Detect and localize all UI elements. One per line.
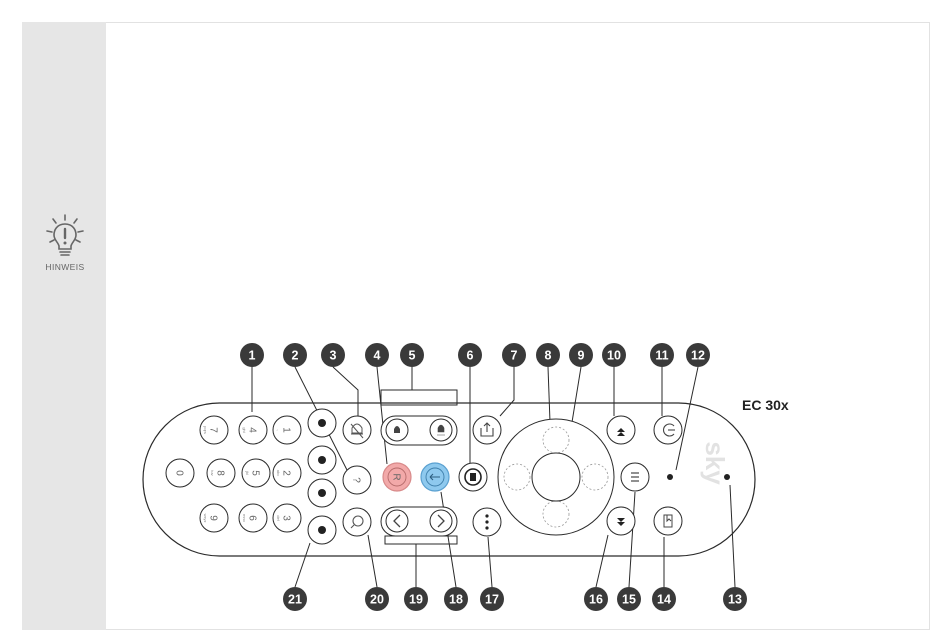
page-up-key[interactable] bbox=[607, 416, 635, 444]
callout-number: 15 bbox=[622, 593, 636, 607]
keypad-digit: 2 bbox=[281, 470, 292, 476]
page-down-key[interactable] bbox=[607, 507, 635, 535]
ok-key[interactable] bbox=[532, 453, 580, 501]
dot-key-3[interactable] bbox=[308, 479, 336, 507]
blue-key[interactable] bbox=[421, 463, 449, 491]
dot-key-2[interactable] bbox=[308, 446, 336, 474]
callout-number: 17 bbox=[485, 593, 499, 607]
callout-10: 10 bbox=[602, 343, 626, 367]
status-led bbox=[667, 474, 673, 480]
keypad-digit: 3 bbox=[281, 515, 292, 521]
keypad-letters: ghi bbox=[242, 427, 247, 432]
callout-7: 7 bbox=[502, 343, 526, 367]
dot-key-1[interactable] bbox=[308, 409, 336, 437]
keypad-key-0[interactable]: 0 bbox=[166, 459, 194, 487]
callout-14: 14 bbox=[652, 587, 676, 611]
keypad-digit: 9 bbox=[208, 515, 219, 521]
dot-key-4[interactable] bbox=[308, 516, 336, 544]
options-key[interactable] bbox=[473, 508, 501, 536]
info-key[interactable] bbox=[621, 463, 649, 491]
search-key[interactable] bbox=[343, 508, 371, 536]
callout-number: 8 bbox=[545, 349, 552, 363]
model-label: EC 30x bbox=[742, 397, 789, 413]
callout-2: 2 bbox=[283, 343, 307, 367]
callout-number: 9 bbox=[578, 349, 585, 363]
keypad-letters: ., bbox=[276, 429, 281, 431]
keypad-key-1[interactable]: 1., bbox=[273, 416, 301, 444]
callout-number: 21 bbox=[288, 593, 302, 607]
record-key-label: R bbox=[391, 473, 402, 480]
callout-number: 6 bbox=[467, 349, 474, 363]
keypad-letters: mno bbox=[242, 514, 247, 523]
share-key[interactable] bbox=[473, 416, 501, 444]
home-key[interactable] bbox=[459, 463, 487, 491]
volume-rocker[interactable] bbox=[381, 416, 457, 445]
callout-9: 9 bbox=[569, 343, 593, 367]
keypad-digit: 5 bbox=[250, 470, 261, 476]
help-key-label: ? bbox=[351, 477, 362, 483]
keypad-digit: 0 bbox=[174, 470, 185, 476]
callout-number: 20 bbox=[370, 593, 384, 607]
keypad-letters: wxyz bbox=[203, 514, 208, 523]
callout-20: 20 bbox=[365, 587, 389, 611]
callout-number: 7 bbox=[511, 349, 518, 363]
callout-number: 11 bbox=[655, 349, 668, 363]
callout-number: 10 bbox=[607, 349, 621, 363]
callout-number: 13 bbox=[728, 593, 742, 607]
callout-4: 4 bbox=[365, 343, 389, 367]
callout-19: 19 bbox=[404, 587, 428, 611]
callout-number: 3 bbox=[330, 349, 337, 363]
callout-number: 4 bbox=[374, 349, 381, 363]
mute-key[interactable] bbox=[343, 416, 371, 444]
callout-number: 5 bbox=[409, 349, 416, 363]
callout-5: 5 bbox=[400, 343, 424, 367]
callout-number: 1 bbox=[249, 349, 256, 363]
keypad-digit: 7 bbox=[208, 427, 219, 433]
callout-13: 13 bbox=[723, 587, 747, 611]
callout-8: 8 bbox=[536, 343, 560, 367]
callout-number: 2 bbox=[292, 349, 299, 363]
callout-16: 16 bbox=[584, 587, 608, 611]
callout-number: 16 bbox=[589, 593, 603, 607]
voice-mic bbox=[724, 474, 730, 480]
callout-1: 1 bbox=[240, 343, 264, 367]
callout-12: 12 bbox=[686, 343, 710, 367]
help-key[interactable]: ? bbox=[343, 466, 371, 494]
callout-number: 12 bbox=[691, 349, 705, 363]
callout-number: 19 bbox=[409, 593, 423, 607]
keypad-digit: 6 bbox=[247, 515, 258, 521]
callout-18: 18 bbox=[444, 587, 468, 611]
callout-3: 3 bbox=[321, 343, 345, 367]
keypad-letters: jkl bbox=[245, 470, 250, 475]
callout-6: 6 bbox=[458, 343, 482, 367]
bookmark-key[interactable] bbox=[654, 507, 682, 535]
callout-17: 17 bbox=[480, 587, 504, 611]
keypad-digit: 1 bbox=[281, 427, 292, 433]
callout-11: 11 bbox=[650, 343, 674, 367]
record-key[interactable]: R bbox=[383, 463, 411, 491]
keypad-letters: tuv bbox=[210, 470, 215, 475]
callout-15: 15 bbox=[617, 587, 641, 611]
keypad-digit: 8 bbox=[215, 470, 226, 476]
channel-rocker[interactable] bbox=[381, 507, 457, 536]
keypad-digit: 4 bbox=[247, 427, 258, 433]
keypad-letters: pqrs bbox=[203, 426, 208, 434]
keypad-letters: def bbox=[276, 515, 281, 521]
power-key[interactable] bbox=[654, 416, 682, 444]
keypad-letters: abc bbox=[276, 470, 281, 476]
callout-number: 18 bbox=[449, 593, 463, 607]
callout-21: 21 bbox=[283, 587, 307, 611]
callout-number: 14 bbox=[657, 593, 671, 607]
